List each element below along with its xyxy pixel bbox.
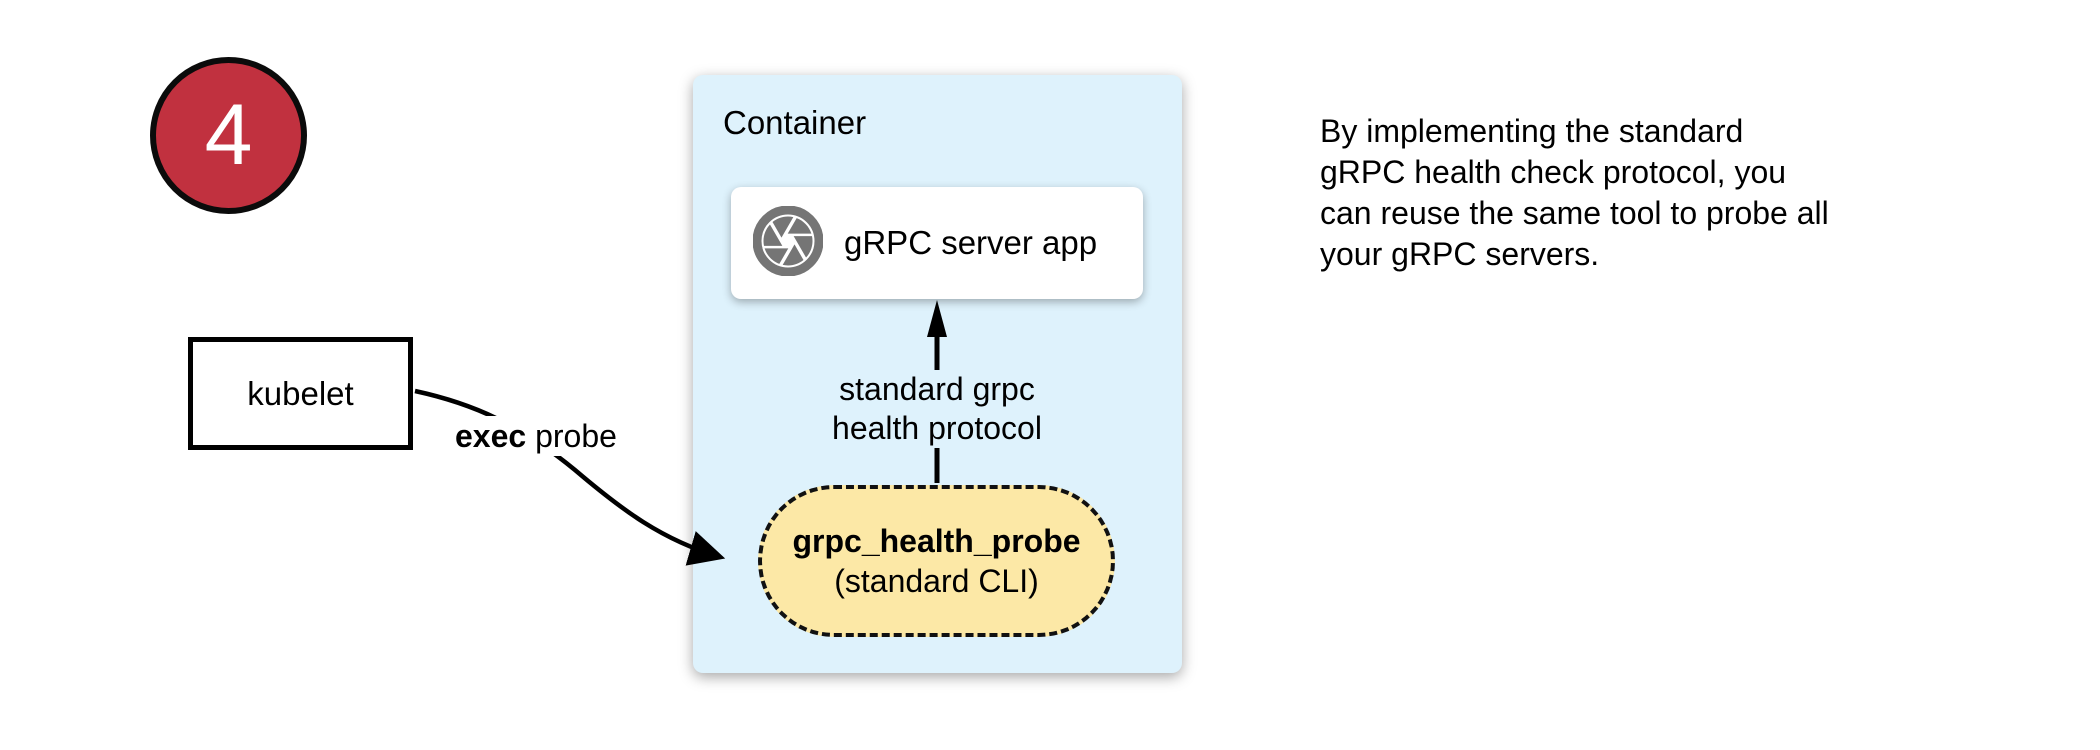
note-line: your gRPC servers. — [1320, 236, 1600, 272]
health-protocol-label: standard grpc health protocol — [789, 370, 1085, 448]
note-line: By implementing the standard — [1320, 113, 1744, 149]
grpc-health-probe-node: grpc_health_probe (standard CLI) — [758, 485, 1115, 637]
step-number-badge: 4 — [150, 57, 307, 214]
container-group: Container gRPC server app grpc_health_pr… — [693, 75, 1182, 673]
step-number: 4 — [204, 87, 253, 183]
kubelet-node: kubelet — [188, 337, 413, 450]
health-protocol-label-line1: standard grpc — [839, 371, 1035, 407]
health-protocol-label-line2: health protocol — [832, 410, 1042, 446]
grpc-server-app-label: gRPC server app — [844, 224, 1098, 261]
probe-tool-subtitle: (standard CLI) — [834, 563, 1039, 599]
container-title: Container — [723, 104, 867, 141]
exec-probe-label-rest: probe — [526, 418, 617, 454]
note-paragraph: By implementing the standard gRPC health… — [1320, 111, 1920, 275]
exec-probe-label-bold: exec — [455, 418, 527, 454]
probe-tool-name: grpc_health_probe — [792, 523, 1081, 559]
grpc-server-app-node: gRPC server app — [731, 187, 1143, 299]
kubelet-label: kubelet — [247, 374, 354, 412]
note-line: gRPC health check protocol, you — [1320, 154, 1787, 190]
note-line: can reuse the same tool to probe all — [1320, 195, 1829, 231]
exec-probe-label: exec probe — [450, 416, 622, 456]
grpc-aperture-icon — [752, 205, 824, 281]
